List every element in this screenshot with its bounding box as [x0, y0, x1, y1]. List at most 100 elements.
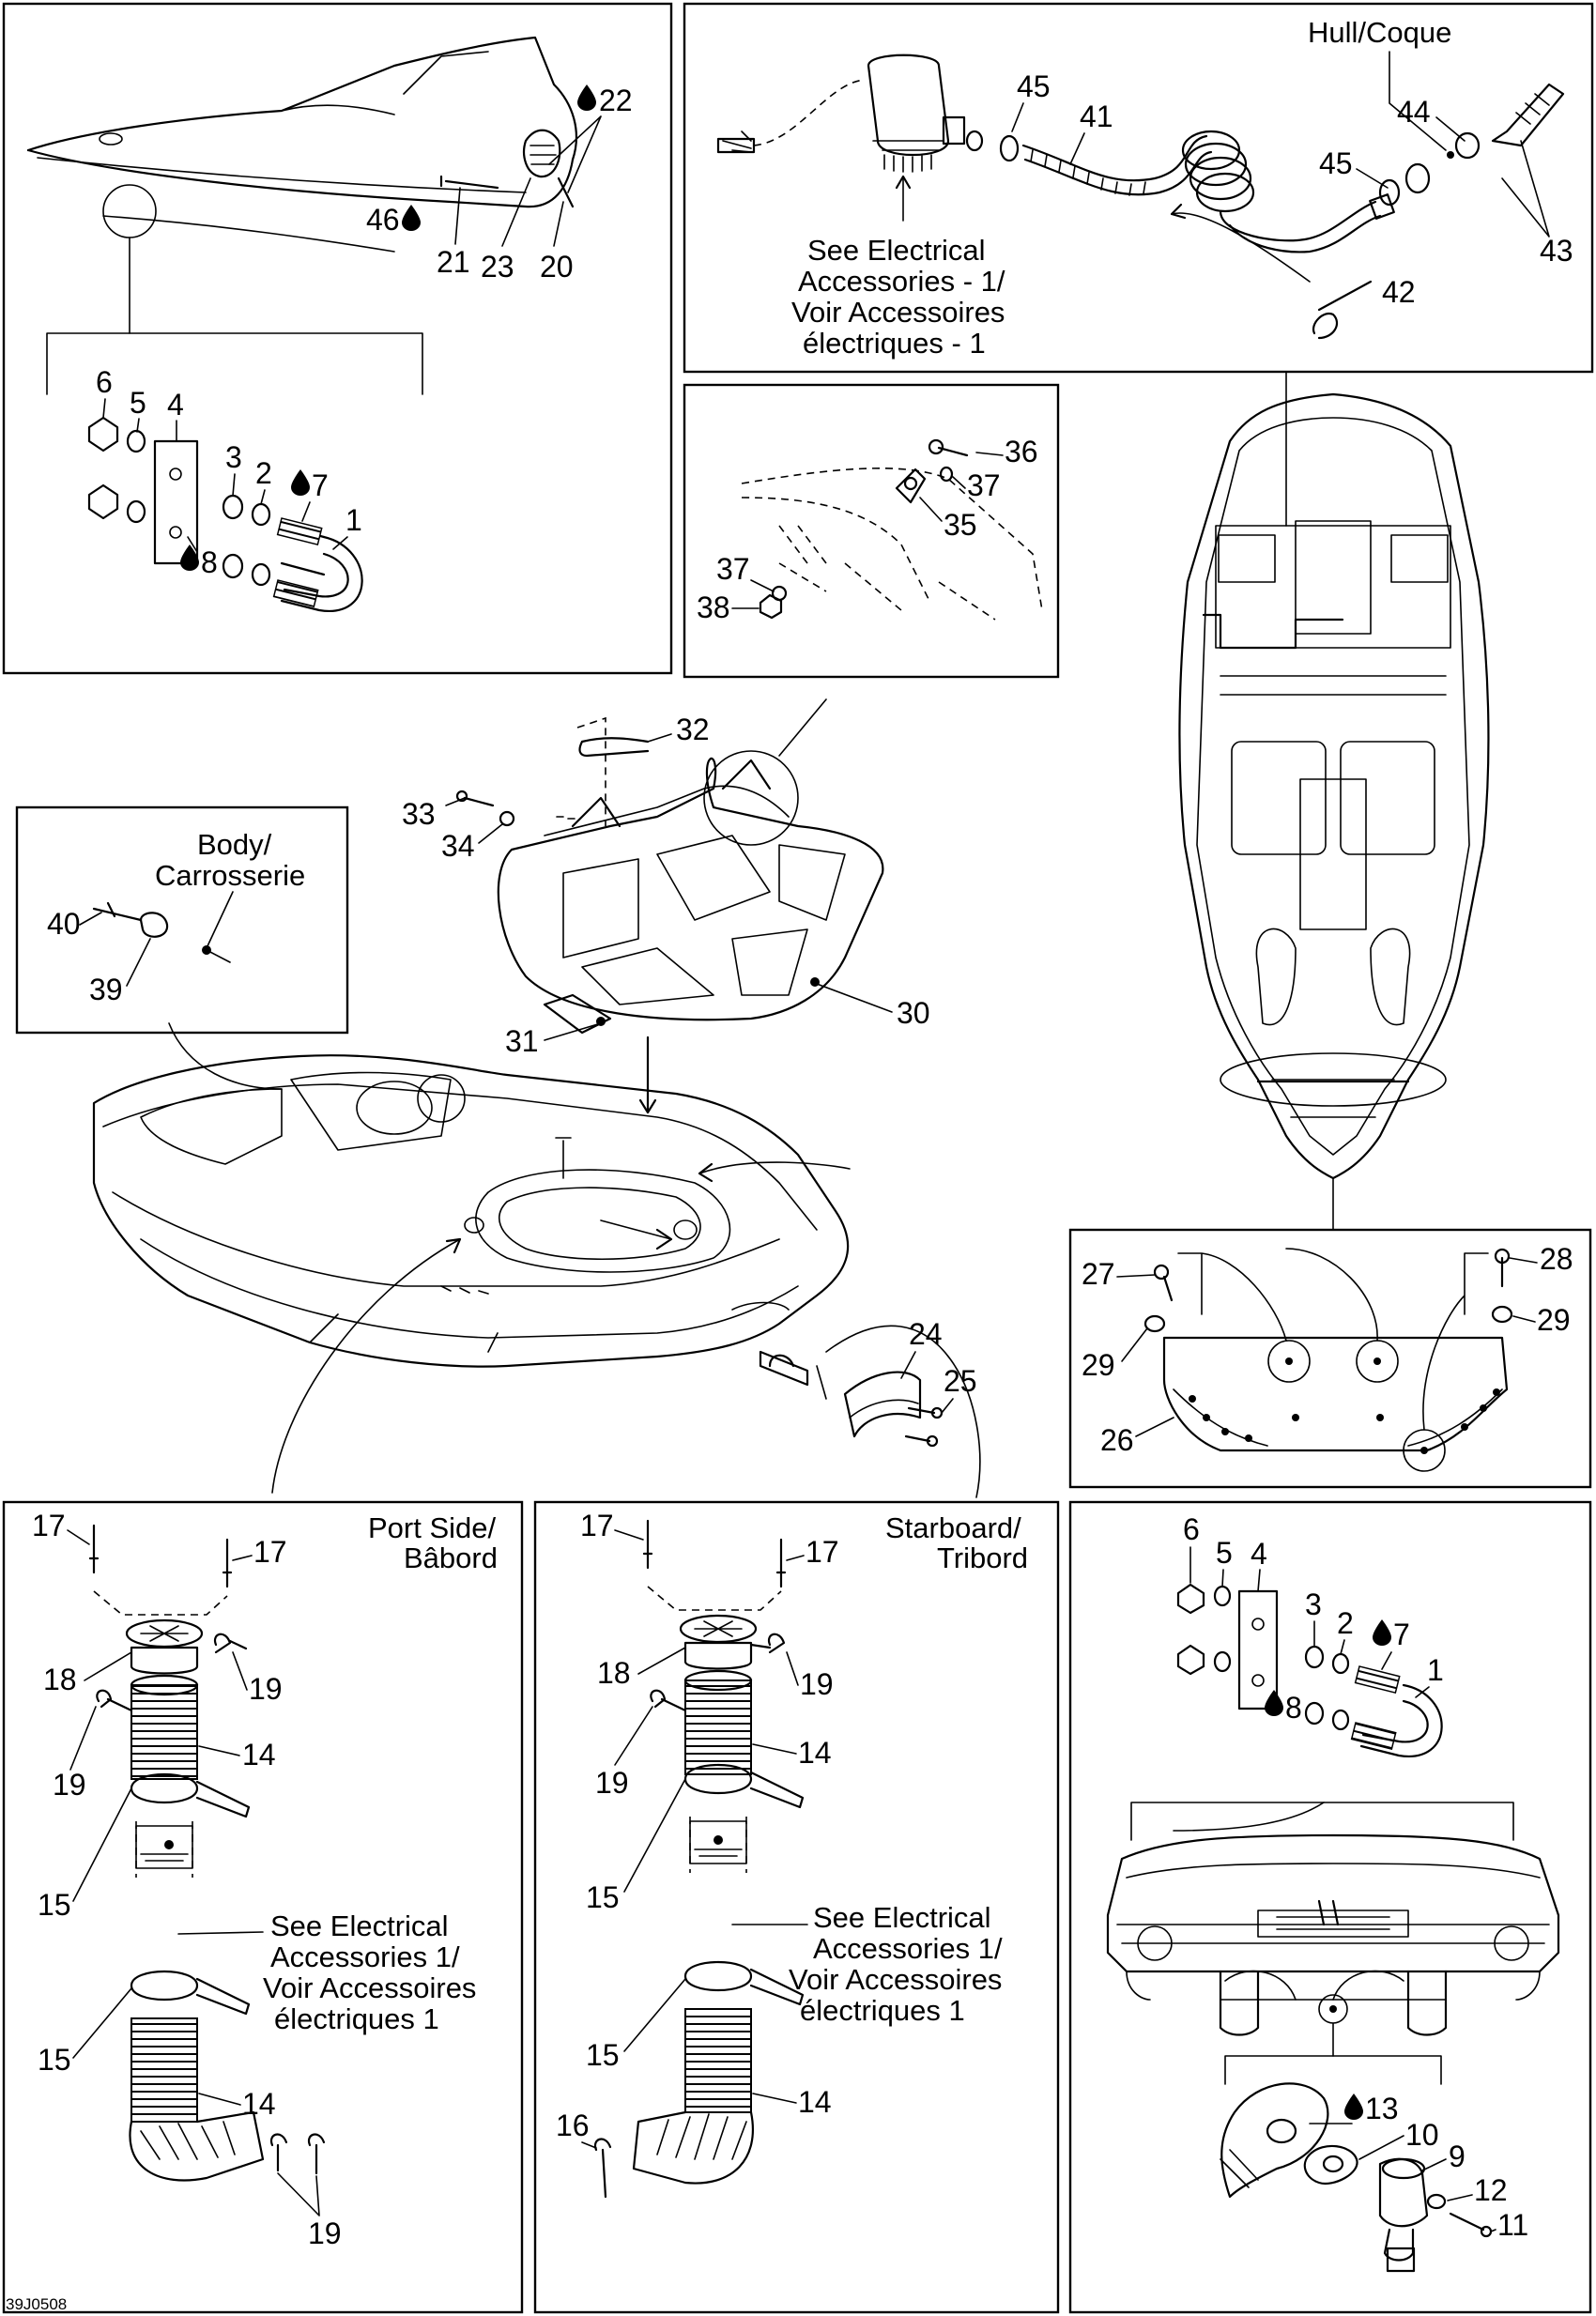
callout-45: 45 — [1319, 146, 1353, 180]
callout-13: 13 — [1365, 2092, 1399, 2125]
callout-18: 18 — [597, 1656, 631, 1690]
callout-45: 45 — [1017, 69, 1051, 103]
callout-4: 4 — [1251, 1537, 1267, 1571]
boat-side-view — [26, 36, 577, 395]
hull-coque-label: Hull/Coque — [1308, 16, 1451, 49]
bracket-assembly — [741, 438, 1043, 621]
boat-main-view — [92, 1022, 981, 1498]
callout-40: 40 — [47, 907, 81, 941]
callout-41: 41 — [1080, 100, 1113, 133]
see-electrical-note-line: Accessories - 1/ — [798, 265, 1005, 298]
callout-14: 14 — [242, 1738, 276, 1772]
see-electrical-note-line: Accessories 1/ — [270, 1940, 460, 1973]
callout-18: 18 — [43, 1663, 77, 1696]
callout-23: 23 — [481, 250, 514, 284]
callout-8: 8 — [201, 545, 218, 579]
callout-24: 24 — [909, 1317, 943, 1351]
stern-view — [1106, 1833, 1560, 2085]
panel-cover-box — [1068, 1228, 1592, 1489]
callout-44: 44 — [1397, 95, 1431, 129]
callout-38: 38 — [697, 591, 730, 624]
body-label: Body/ — [197, 828, 272, 861]
stern-u-bolt-assembly — [1130, 1583, 1514, 1841]
panel-bilge-pump-box — [683, 2, 1594, 374]
callout-19: 19 — [249, 1672, 283, 1706]
port-vent-duct — [88, 1524, 326, 2182]
callout-12: 12 — [1474, 2173, 1508, 2207]
lubricant-drop-icon — [1344, 2094, 1363, 2120]
port-side-label: Bâbord — [404, 1541, 498, 1574]
callout-25: 25 — [944, 1364, 977, 1398]
callout-21: 21 — [437, 245, 470, 279]
panel-bracket-box — [683, 383, 1060, 679]
panel-port-side-box — [2, 1500, 524, 2314]
callout-1: 1 — [1427, 1653, 1444, 1687]
callout-14: 14 — [798, 1736, 832, 1770]
starboard-label: Starboard/ — [885, 1511, 1021, 1544]
see-electrical-note-line: Accessories 1/ — [813, 1932, 1003, 1965]
callout-3: 3 — [225, 440, 242, 474]
callout-37: 37 — [716, 552, 750, 586]
callout-33: 33 — [402, 797, 436, 831]
lubricant-drop-icon — [1265, 1690, 1283, 1716]
callout-42: 42 — [1382, 275, 1416, 309]
callout-28: 28 — [1540, 1242, 1573, 1276]
callout-30: 30 — [897, 996, 930, 1030]
see-electrical-note-line: Voir Accessoires — [791, 296, 1005, 329]
bilge-pump-assembly — [716, 54, 1565, 340]
callout-2: 2 — [255, 456, 272, 490]
callout-36: 36 — [1005, 435, 1038, 468]
drain-plug-assembly — [1220, 2082, 1493, 2273]
panel-starboard-box — [533, 1500, 1060, 2314]
callout-1: 1 — [345, 503, 362, 537]
see-electrical-note-line: See Electrical — [813, 1901, 991, 1934]
callout-37: 37 — [967, 468, 1001, 502]
see-electrical-note-line: électriques 1 — [274, 2002, 439, 2035]
callout-35: 35 — [944, 508, 977, 542]
panel-drain-plug-box — [2, 2, 673, 675]
callout-10: 10 — [1405, 2118, 1439, 2152]
callout-19: 19 — [53, 1768, 86, 1802]
see-electrical-note-line: Voir Accessoires — [789, 1963, 1002, 1996]
callout-39: 39 — [89, 973, 123, 1006]
callout-11: 11 — [1497, 2208, 1528, 2242]
callout-15: 15 — [38, 2043, 71, 2077]
starboard-label: Tribord — [937, 1541, 1028, 1574]
see-electrical-note-line: See Electrical — [270, 1910, 449, 1942]
callout-17: 17 — [253, 1535, 287, 1569]
see-electrical-note-line: See Electrical — [807, 234, 986, 267]
callout-15: 15 — [38, 1888, 71, 1922]
hull-top-view — [1178, 371, 1490, 1231]
callout-2: 2 — [1337, 1606, 1354, 1640]
callout-3: 3 — [1305, 1587, 1322, 1621]
port-side-label: Port Side/ — [368, 1511, 497, 1544]
see-electrical-note-line: électriques 1 — [800, 1994, 965, 2027]
callout-6: 6 — [96, 365, 113, 399]
callout-17: 17 — [806, 1535, 839, 1569]
callout-31: 31 — [505, 1024, 539, 1058]
callout-5: 5 — [130, 386, 146, 420]
callout-32: 32 — [676, 713, 710, 746]
floor-panel — [497, 698, 884, 1035]
callout-19: 19 — [308, 2216, 342, 2250]
callout-46: 46 — [366, 203, 400, 237]
callout-5: 5 — [1216, 1536, 1233, 1570]
callout-15: 15 — [586, 1880, 620, 1914]
figure-code: 39J0508 — [6, 2295, 67, 2313]
lubricant-drop-icon — [577, 84, 596, 111]
panel-body-box — [15, 805, 349, 1035]
callout-29: 29 — [1082, 1348, 1115, 1382]
lubricant-drop-icon — [402, 205, 421, 231]
lubricant-drop-icon — [1373, 1619, 1391, 1646]
panel-stern-box — [1068, 1500, 1592, 2314]
callout-43: 43 — [1540, 234, 1573, 268]
callout-26: 26 — [1100, 1423, 1134, 1457]
callout-14: 14 — [798, 2085, 832, 2119]
callout-4: 4 — [167, 388, 184, 422]
callout-19: 19 — [595, 1766, 629, 1800]
see-electrical-note-line: Voir Accessoires — [263, 1971, 476, 2004]
starboard-vent-duct — [593, 1519, 805, 2199]
callout-20: 20 — [540, 250, 574, 284]
callout-29: 29 — [1537, 1303, 1571, 1337]
